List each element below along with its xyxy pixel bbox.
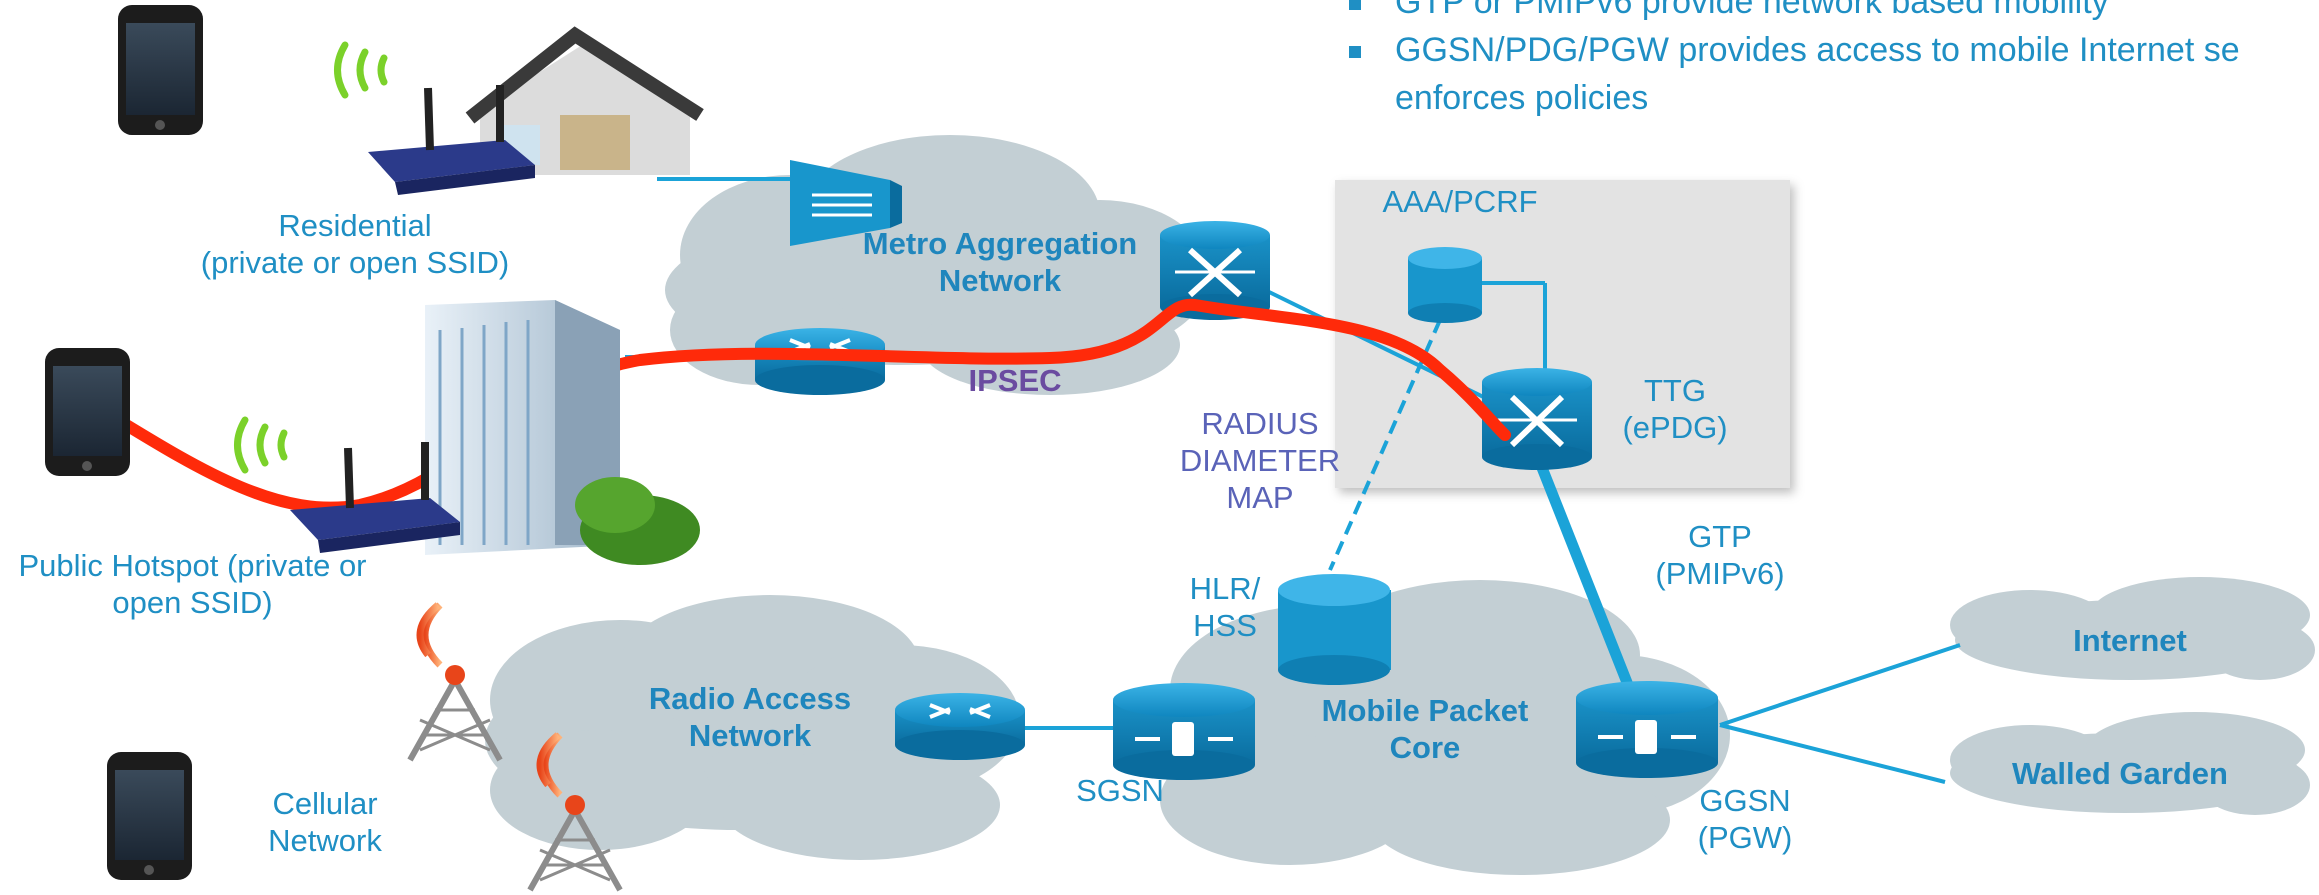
cellular-label-line1: Cellular bbox=[272, 786, 378, 821]
ggsn-label-line1: GGSN bbox=[1699, 783, 1791, 818]
bullet-item: GGSN/PDG/PGW provides access to mobile I… bbox=[1345, 26, 2240, 74]
ttg-label-line1: TTG bbox=[1644, 373, 1706, 408]
ipsec-label: IPSEC bbox=[968, 363, 1062, 398]
radius-label-line3: MAP bbox=[1226, 480, 1294, 515]
bullet-list: GTP or PMIPv6 provide network based mobi… bbox=[1345, 0, 2240, 122]
ttg-epdg-label: TTG (ePDG) bbox=[1600, 372, 1750, 446]
cellular-label-line2: Network bbox=[268, 823, 382, 858]
gtp-label-line1: GTP bbox=[1688, 519, 1752, 554]
bullet-item: GTP or PMIPv6 provide network based mobi… bbox=[1345, 0, 2240, 26]
bullet-item-continuation: enforces policies bbox=[1345, 74, 2240, 122]
ttg-label-line2: (ePDG) bbox=[1622, 410, 1728, 445]
mpc-label-line2: Core bbox=[1389, 730, 1461, 765]
radius-diameter-map-label: RADIUS DIAMETER MAP bbox=[1160, 405, 1360, 516]
hotspot-label-line2: open SSID) bbox=[112, 585, 273, 620]
aaa-database-icon bbox=[1408, 247, 1482, 323]
metro-label-line1: Metro Aggregation bbox=[862, 226, 1138, 261]
link-ggsn-walled bbox=[1719, 723, 1946, 784]
radio-label-line1: Radio Access bbox=[648, 681, 852, 716]
cellular-network-label: Cellular Network bbox=[255, 785, 395, 859]
hotspot-wifi-router-icon bbox=[290, 442, 460, 553]
mpc-label-line1: Mobile Packet bbox=[1321, 693, 1529, 728]
ggsn-pgw-label: GGSN (PGW) bbox=[1680, 782, 1810, 856]
residential-label-line1: Residential bbox=[278, 208, 432, 243]
metro-label-line2: Network bbox=[938, 263, 1062, 298]
hlr-hss-label: HLR/ HSS bbox=[1170, 570, 1280, 644]
gtp-label-line2: (PMIPv6) bbox=[1655, 556, 1785, 591]
ggsn-label-line2: (PGW) bbox=[1697, 820, 1793, 855]
hlr-database-icon bbox=[1278, 574, 1391, 685]
metro-aggregation-label: Metro Aggregation Network bbox=[840, 225, 1160, 299]
hotspot-label-line1: Public Hotspot (private or bbox=[18, 548, 367, 583]
metro-aggregation-cloud bbox=[665, 135, 1210, 395]
wifi-signal-hotspot-icon bbox=[234, 416, 288, 474]
radio-label-line2: Network bbox=[688, 718, 812, 753]
gtp-pmipv6-label: GTP (PMIPv6) bbox=[1640, 518, 1800, 592]
hlr-label-line1: HLR/ bbox=[1189, 571, 1261, 606]
public-hotspot-label: Public Hotspot (private or open SSID) bbox=[0, 547, 385, 621]
internet-cloud bbox=[1950, 577, 2315, 680]
office-building-icon bbox=[425, 300, 700, 565]
radio-router-icon bbox=[895, 693, 1025, 760]
walled-garden-cloud bbox=[1950, 712, 2310, 815]
hlr-label-line2: HSS bbox=[1193, 608, 1257, 643]
smartphone-bottom-icon bbox=[107, 752, 192, 880]
aaa-pcrf-label: AAA/PCRF bbox=[1382, 184, 1538, 219]
bullet-continuation-text: enforces policies bbox=[1395, 79, 1649, 117]
residential-wifi-router-icon bbox=[368, 85, 535, 195]
residential-label: Residential (private or open SSID) bbox=[175, 207, 535, 281]
ttg-switch-icon bbox=[1482, 368, 1592, 470]
residential-label-line2: (private or open SSID) bbox=[200, 245, 510, 280]
link-ggsn-internet bbox=[1719, 643, 1961, 727]
cell-tower-upper-icon bbox=[407, 602, 503, 762]
internet-label: Internet bbox=[2073, 623, 2187, 658]
link-ttg-ggsn bbox=[1529, 447, 1634, 688]
metro-aggregation-device-icon bbox=[790, 160, 902, 246]
cell-tower-lower-icon bbox=[527, 732, 623, 892]
wifi-signal-residential-icon bbox=[334, 41, 388, 99]
ggsn-router-icon bbox=[1576, 681, 1718, 778]
radius-label-line2: DIAMETER bbox=[1179, 443, 1341, 478]
smartphone-middle-icon bbox=[45, 348, 130, 476]
walled-garden-label: Walled Garden bbox=[2012, 756, 2228, 791]
mobile-packet-core-label: Mobile Packet Core bbox=[1300, 692, 1550, 766]
radio-access-network-label: Radio Access Network bbox=[610, 680, 890, 754]
sgsn-router-icon bbox=[1113, 683, 1255, 780]
sgsn-label: SGSN bbox=[1076, 773, 1164, 808]
smartphone-top-icon bbox=[118, 5, 203, 135]
radius-label-line1: RADIUS bbox=[1201, 406, 1319, 441]
